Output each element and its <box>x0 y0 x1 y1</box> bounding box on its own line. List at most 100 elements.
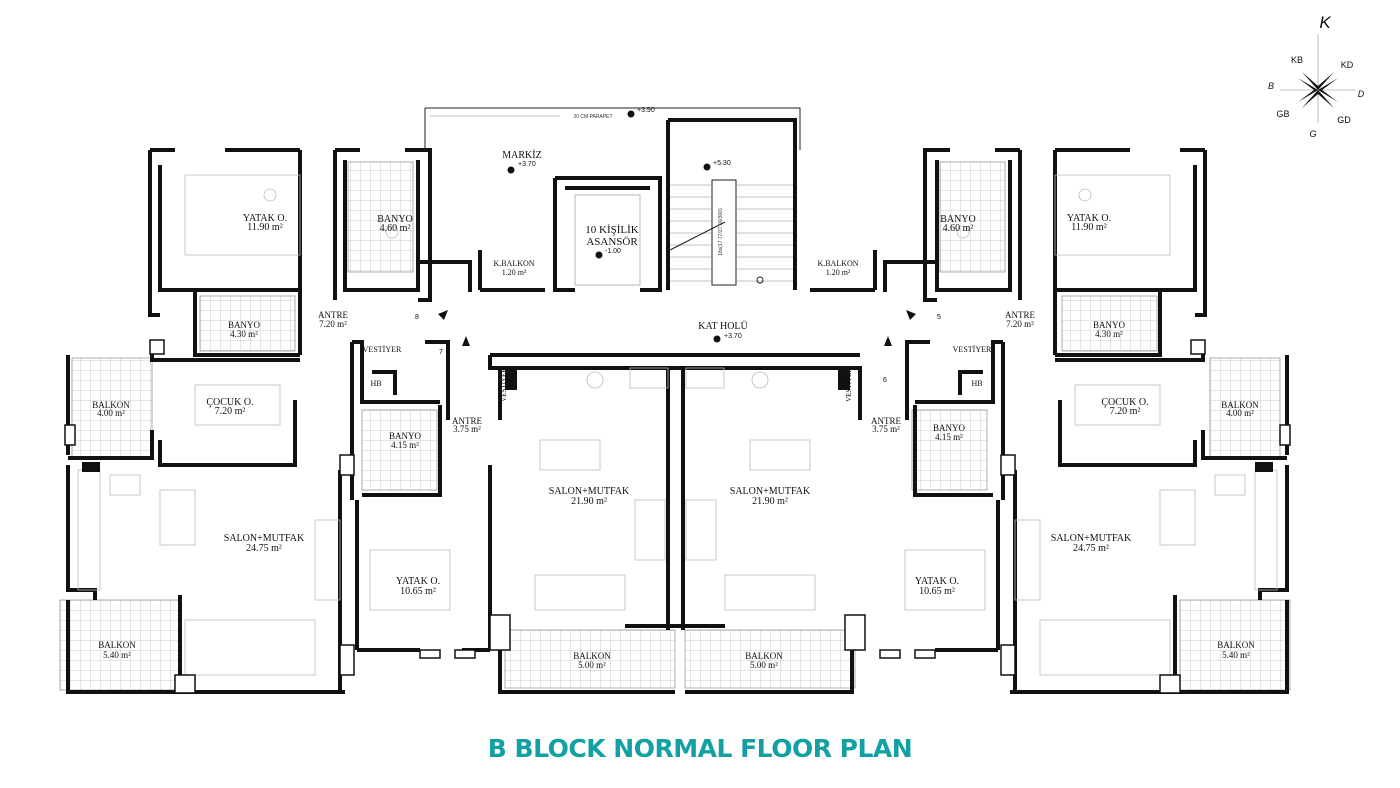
banyo-top-right-floor <box>939 161 1006 273</box>
stair-post <box>756 276 764 284</box>
flat-number-6: 6 <box>883 377 887 384</box>
details: 20 CM PARAPET 18x(17.77/27.00/300) <box>64 107 1291 694</box>
walls <box>66 118 862 694</box>
room-area: 21.90 m² <box>571 496 607 507</box>
parapet-note: 20 CM PARAPET <box>573 114 612 120</box>
wall <box>1201 430 1287 460</box>
level-markiz: +3.70 <box>518 161 536 168</box>
flat-number-8: 8 <box>415 314 419 321</box>
room-name: SALON+MUTFAK <box>730 486 811 497</box>
wall <box>343 160 472 292</box>
compass-label-se: GD <box>1337 115 1351 125</box>
room-name: BALKON <box>98 640 136 650</box>
room-name: VESTİYER <box>500 368 508 402</box>
plan-title: B BLOCK NORMAL FLOOR PLAN <box>487 734 913 763</box>
room-name: BALKON <box>92 400 130 410</box>
room-area: 5.40 m² <box>103 650 131 660</box>
balcony-small-left-floor <box>71 357 153 459</box>
room-area: 4.30 m² <box>1095 329 1123 339</box>
wall <box>68 430 154 460</box>
wall <box>425 340 450 420</box>
room-name: VESTİYER <box>953 345 992 354</box>
balcony-center-left-floor <box>504 629 676 689</box>
room-name: ÇOCUK O. <box>206 397 253 408</box>
room-area: 7.20 m² <box>319 319 347 329</box>
level-hall: +3.70 <box>724 333 742 340</box>
room-name: BALKON <box>1217 640 1255 650</box>
room-name: HB <box>370 379 381 388</box>
wall <box>555 176 662 292</box>
room-area: 5.00 m² <box>750 660 778 670</box>
wall <box>1058 400 1197 467</box>
room-area: 5.40 m² <box>1222 650 1250 660</box>
wall <box>1055 165 1197 292</box>
wall <box>553 178 575 292</box>
wall <box>158 165 300 292</box>
stair-run-note: 18x(17.77/27.00/300) <box>718 208 724 256</box>
room-name: ANTRE <box>318 310 348 320</box>
room-name: YATAK O. <box>243 213 287 224</box>
wall <box>668 118 797 290</box>
label-elevator-line2: ASANSÖR <box>586 236 638 248</box>
room-area: 4.60 m² <box>943 223 974 234</box>
wall <box>883 160 1012 292</box>
room-area: 11.90 m² <box>1071 222 1106 233</box>
room-name: SALON+MUTFAK <box>1051 533 1132 544</box>
wall <box>66 600 180 694</box>
room-area: 10.65 m² <box>919 586 955 597</box>
compass-needle-west <box>1298 78 1318 102</box>
wall <box>362 405 442 497</box>
room-area: 21.90 m² <box>752 496 788 507</box>
wall <box>372 370 397 395</box>
wall <box>1195 150 1207 317</box>
room-area: 7.20 m² <box>1110 406 1141 417</box>
room-name: ANTRE <box>871 416 901 426</box>
compass-needle-east <box>1318 78 1338 102</box>
balcony-big-right-floor <box>1179 599 1291 691</box>
room-name: HB <box>971 379 982 388</box>
room-area: 7.20 m² <box>215 406 246 417</box>
flat-number-7: 7 <box>439 349 443 356</box>
compass-label-nw: KB <box>1291 55 1303 65</box>
balcony-center-right-floor <box>684 629 856 689</box>
pillars <box>64 339 1291 694</box>
room-name: YATAK O. <box>915 576 959 587</box>
room-area: 5.00 m² <box>578 660 606 670</box>
compass-label-w: B <box>1268 81 1274 91</box>
wall <box>193 290 300 357</box>
banyo-top-left-floor <box>347 161 414 273</box>
room-area: 1.20 m² <box>826 268 851 277</box>
wall <box>488 355 502 420</box>
room-name: VESTİYER <box>845 368 853 402</box>
wall <box>958 370 983 395</box>
room-name: ÇOCUK O. <box>1101 397 1148 408</box>
room-name: BANYO <box>933 423 966 433</box>
room-area: 10.65 m² <box>400 586 436 597</box>
balcony-small-right-floor <box>1209 357 1281 459</box>
room-area: 24.75 m² <box>1073 543 1109 554</box>
elevator-cab <box>574 194 641 286</box>
room-name: YATAK O. <box>396 576 440 587</box>
room-name: VESTİYER <box>363 345 402 354</box>
room-name: ANTRE <box>1005 310 1035 320</box>
label-elevator-line1: 10 KİŞİLİK <box>585 224 639 236</box>
wall <box>913 405 993 497</box>
level-stair: +5.30 <box>713 160 731 167</box>
stair-steps <box>670 184 793 282</box>
furniture <box>77 174 1278 676</box>
compass-label-sw: GB <box>1276 109 1289 119</box>
wall <box>405 148 432 302</box>
wall <box>1175 600 1289 694</box>
parapet-line <box>425 107 801 150</box>
compass-needle-north <box>1302 72 1334 90</box>
level-top: +3.90 <box>637 107 655 114</box>
room-area: 1.20 m² <box>502 268 527 277</box>
room-area: 4.60 m² <box>380 223 411 234</box>
compass-needle-south <box>1302 90 1334 108</box>
room-area: 7.20 m² <box>1006 319 1034 329</box>
balcony-tiles <box>59 161 1291 691</box>
room-name: BALKON <box>1221 400 1259 410</box>
room-name: BALKON <box>745 651 783 661</box>
room-area: 4.00 m² <box>1226 408 1254 418</box>
